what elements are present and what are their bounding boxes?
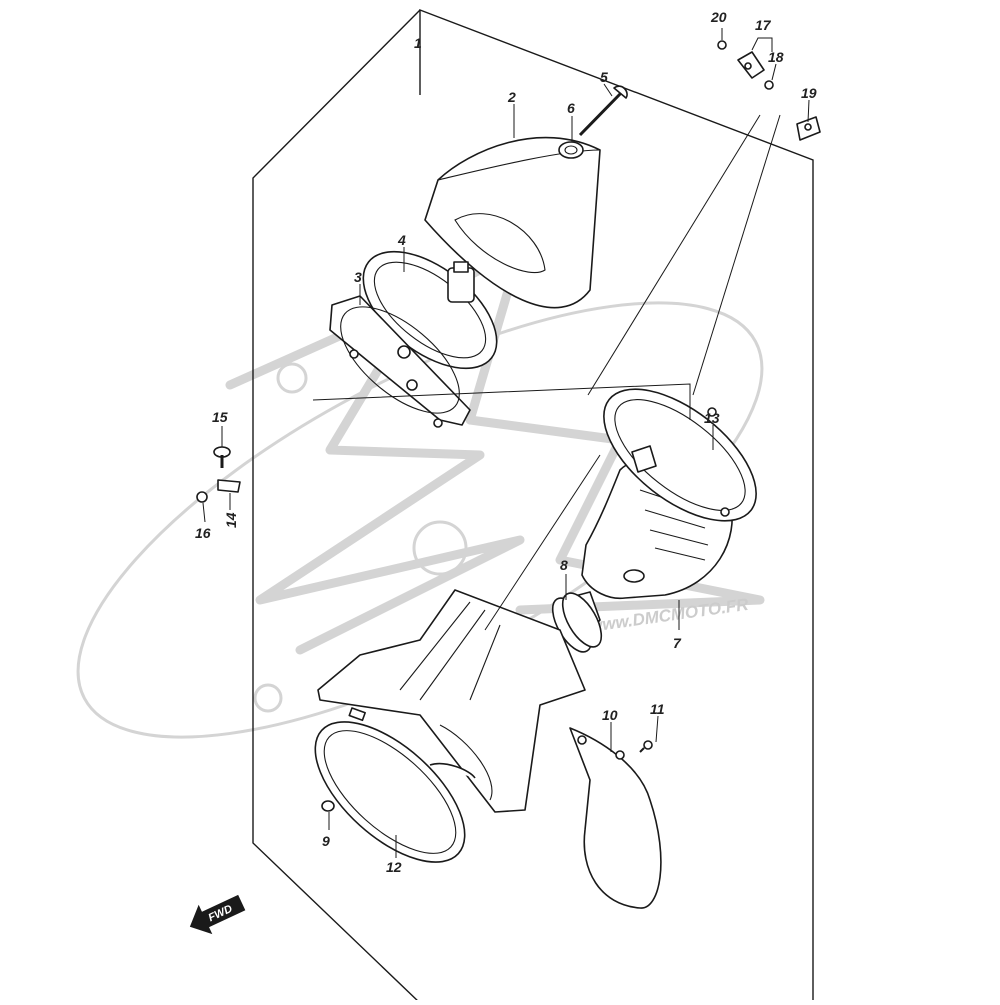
part-8-clamp	[551, 592, 603, 653]
callout-9: 9	[322, 833, 330, 849]
callout-16: 16	[195, 525, 211, 541]
part-19-plate	[796, 116, 821, 141]
leader-lines	[202, 28, 810, 858]
assembly-frame	[252, 8, 814, 1004]
callout-3: 3	[354, 269, 362, 285]
part-11-screw	[639, 740, 653, 753]
callout-labels: 1 2 3 4 5 6 7 8 9 10 11 12 13 14 15 16 1…	[195, 9, 817, 875]
part-6-grommet	[558, 141, 584, 159]
callout-7: 7	[673, 635, 682, 651]
callout-15: 15	[212, 409, 228, 425]
part-12-gasket	[314, 721, 466, 863]
callout-18: 18	[768, 49, 784, 65]
air-box-case	[317, 589, 586, 813]
part-16-washer	[196, 491, 208, 503]
callout-8: 8	[560, 557, 568, 573]
part-4-screen	[362, 250, 498, 370]
part-2-filter-element	[424, 136, 601, 309]
callout-5: 5	[600, 69, 608, 85]
callout-11: 11	[650, 701, 665, 717]
part-10-guard	[569, 727, 662, 909]
callout-4: 4	[397, 232, 406, 248]
fwd-arrow-icon: FWD	[189, 894, 246, 935]
part-9-grommet	[321, 800, 335, 812]
callout-17: 17	[755, 17, 772, 33]
callout-1: 1	[414, 35, 422, 51]
part-5-bolt	[578, 85, 628, 137]
part-13-cover	[603, 388, 757, 522]
callout-13: 13	[704, 410, 720, 426]
part-20-screw	[717, 40, 727, 50]
callout-10: 10	[602, 707, 618, 723]
part-15-bolt	[213, 446, 231, 468]
part-18-o-ring	[764, 80, 774, 90]
callout-20: 20	[710, 9, 727, 25]
part-17-fitting	[737, 51, 765, 79]
callout-6: 6	[567, 100, 575, 116]
callout-14: 14	[223, 512, 239, 528]
projection-lines	[312, 114, 781, 631]
part-14-nut	[217, 479, 241, 493]
callout-19: 19	[801, 85, 817, 101]
callout-2: 2	[507, 89, 516, 105]
callout-12: 12	[386, 859, 402, 875]
